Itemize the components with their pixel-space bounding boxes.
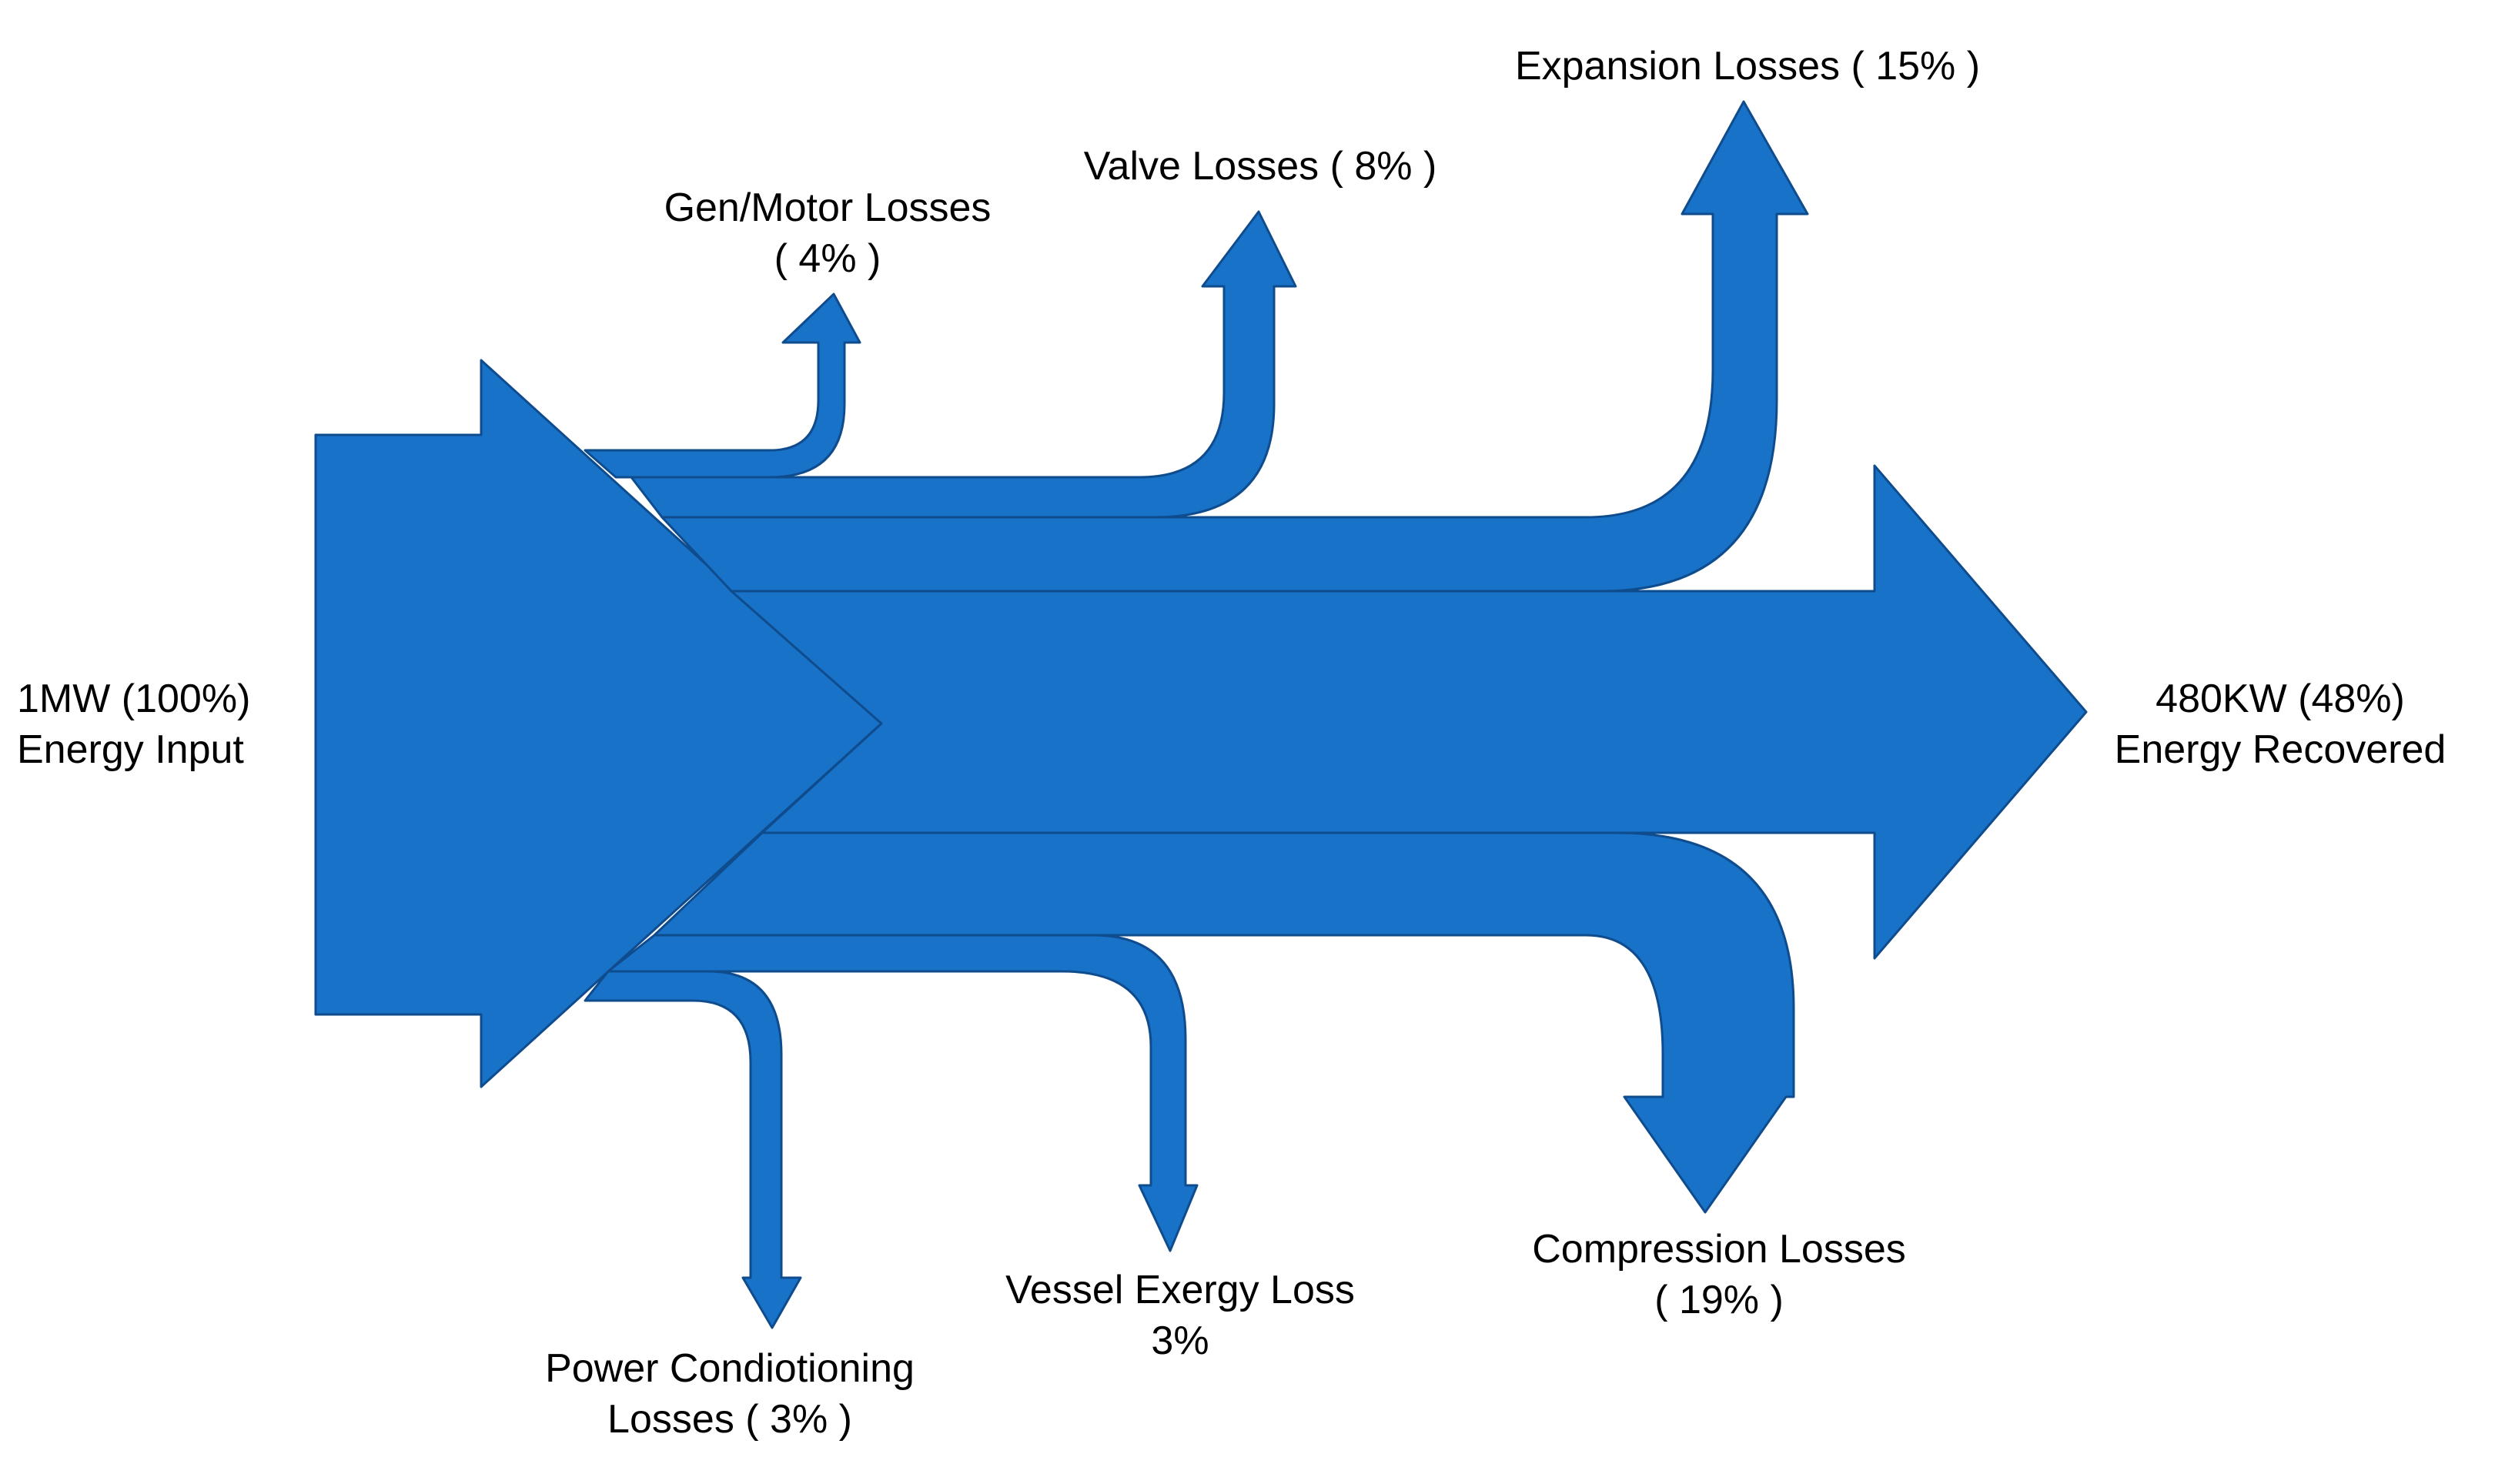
output-caption-text: Energy Recovered <box>2114 727 2447 772</box>
vessel-exergy-loss-flow <box>607 934 1199 1252</box>
expansion-loss-flow <box>661 100 1809 593</box>
gen-motor-loss-label: Gen/Motor Losses ( 4% ) <box>664 186 992 281</box>
input-value-text: 1MW (100%) <box>17 677 251 721</box>
compression-loss-label: Compression Losses ( 19% ) <box>1532 1227 1906 1322</box>
valve-loss-flow <box>630 210 1297 519</box>
vessel-exergy-loss-label: Vessel Exergy Loss 3% <box>1005 1268 1355 1363</box>
input-caption-text: Energy Input <box>17 727 244 772</box>
output-label: 480KW (48%) Energy Recovered <box>2115 673 2447 775</box>
expansion-loss-label: Expansion Losses ( 15% ) <box>1514 44 1981 89</box>
recovered-energy-flow <box>730 464 2088 960</box>
output-value-text: 480KW (48%) <box>2156 677 2405 721</box>
compression-loss-flow <box>653 831 1795 1214</box>
valve-loss-label: Valve Losses ( 8% ) <box>1083 144 1437 189</box>
input-label: 1MW (100%) Energy Input <box>17 673 250 775</box>
power-conditioning-loss-flow <box>584 970 802 1329</box>
input-flow <box>314 359 883 1088</box>
power-conditioning-loss-label: Power Condiotioning Losses ( 3% ) <box>545 1346 915 1442</box>
gen-motor-loss-flow <box>584 292 861 479</box>
